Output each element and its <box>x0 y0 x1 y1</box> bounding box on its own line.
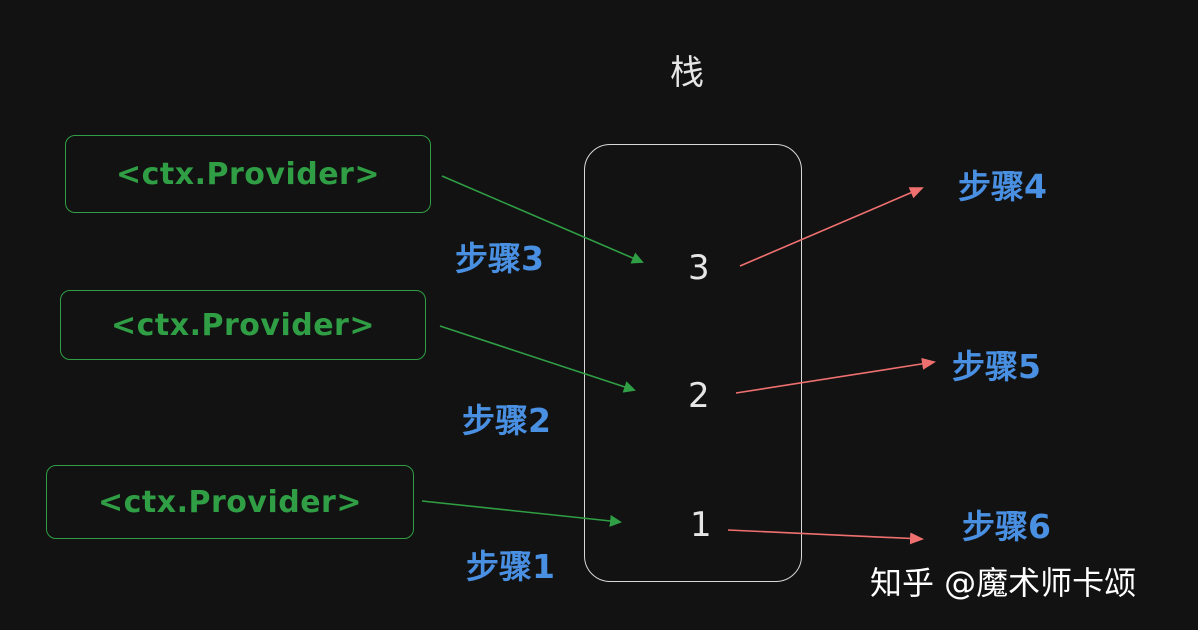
arrow-1-to-step6 <box>727 529 924 545</box>
step-1-label: 步骤1 <box>466 547 555 586</box>
arrow-provider-to-2 <box>439 325 636 393</box>
stack-container <box>584 144 802 582</box>
provider-box-bottom: <ctx.Provider> <box>46 465 414 539</box>
stack-title: 栈 <box>670 53 704 93</box>
step-6-label: 步骤6 <box>962 507 1051 546</box>
provider-label-bottom: <ctx.Provider> <box>98 484 362 520</box>
provider-box-middle: <ctx.Provider> <box>60 290 426 360</box>
arrow-provider-to-1 <box>421 500 622 527</box>
step-4-label: 步骤4 <box>958 167 1047 206</box>
stack-number-3: 3 <box>688 248 710 288</box>
step-5-label: 步骤5 <box>952 347 1041 386</box>
provider-label-middle: <ctx.Provider> <box>111 307 375 343</box>
stack-number-1: 1 <box>690 505 712 545</box>
arrow-3-to-step4 <box>739 187 924 267</box>
stack-number-2: 2 <box>688 376 710 416</box>
provider-box-top: <ctx.Provider> <box>65 135 431 213</box>
arrow-provider-to-3 <box>441 175 644 264</box>
step-3-label: 步骤3 <box>455 239 544 278</box>
arrow-2-to-step5 <box>735 357 936 394</box>
provider-label-top: <ctx.Provider> <box>116 156 380 192</box>
zhihu-watermark: 知乎 @魔术师卡颂 <box>870 564 1137 602</box>
step-2-label: 步骤2 <box>462 401 551 440</box>
